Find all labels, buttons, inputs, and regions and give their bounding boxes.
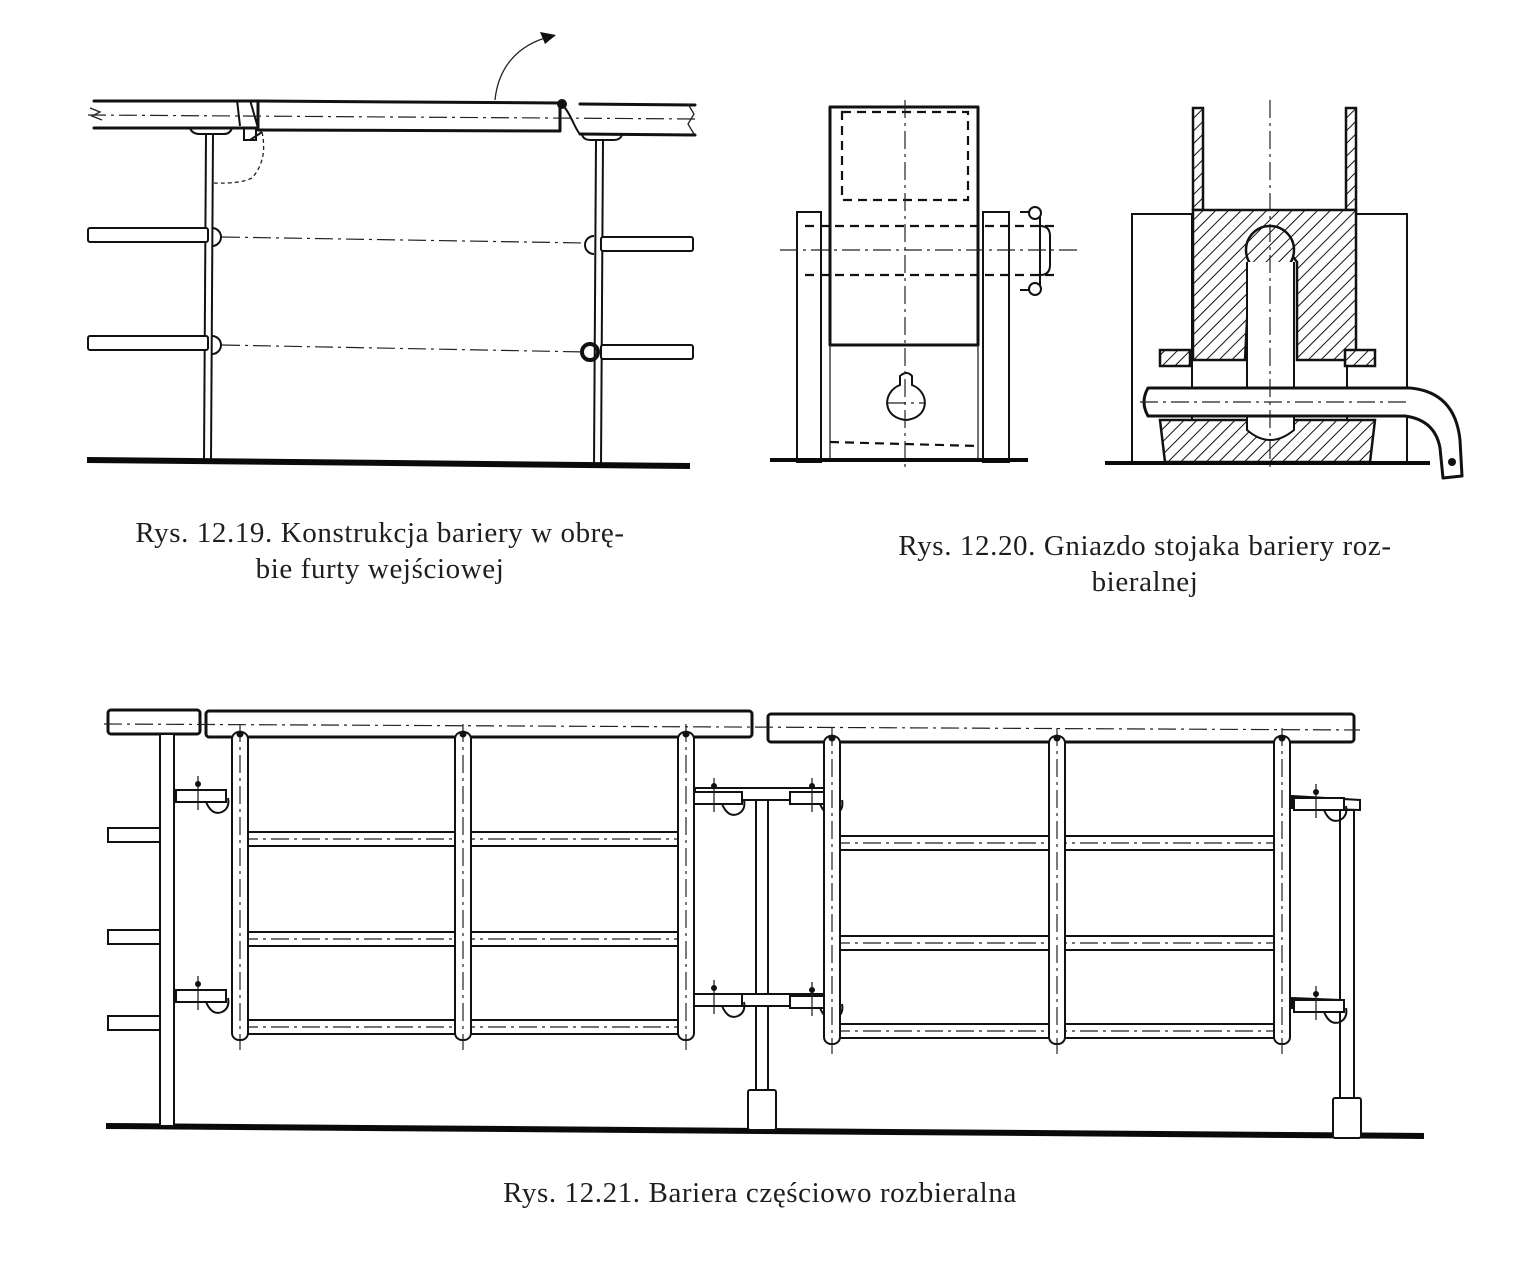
- caption-12-20-line-2: bieralnej: [1091, 566, 1199, 598]
- removable-stanchion-right: [1291, 794, 1362, 1139]
- bolt-icon: [711, 783, 717, 789]
- caption-12-19: Rys. 12.19. Konstrukcja bariery w obrę- …: [40, 515, 720, 587]
- locking-pin: [1142, 386, 1464, 480]
- removable-stanchion-middle: [694, 787, 831, 1131]
- keyhole-icon: [886, 372, 926, 422]
- clamp: [1293, 999, 1345, 1013]
- figure-12-19-drawing: [0, 0, 760, 480]
- figure-12-20-drawing: [0, 0, 1540, 500]
- pin-head-icon: [1028, 282, 1042, 296]
- chain-icon: [721, 1001, 746, 1018]
- bolt-icon: [236, 730, 244, 738]
- pin-head-icon: [1028, 206, 1042, 220]
- bolt-icon: [1053, 734, 1061, 742]
- bolt-icon: [682, 730, 690, 738]
- chain-icon: [1323, 805, 1348, 822]
- bolt-icon: [1313, 789, 1319, 795]
- caption-12-20: Rys. 12.20. Gniazdo stojaka bariery roz-…: [800, 528, 1490, 600]
- caption-12-19-line-2: bie furty wejściowej: [255, 553, 505, 585]
- clamp: [175, 989, 227, 1003]
- bolt-icon: [1278, 734, 1286, 742]
- caption-12-20-line-1: Rys. 12.20. Gniazdo stojaka bariery roz-: [898, 530, 1392, 562]
- arrow-head-icon: [540, 32, 556, 44]
- caption-12-19-line-1: Rys. 12.19. Konstrukcja bariery w obrę-: [135, 517, 625, 549]
- chain-icon: [205, 797, 230, 814]
- bolt-icon: [828, 734, 836, 742]
- eye-icon: [584, 235, 595, 255]
- top-rail-segment: [204, 709, 754, 739]
- socket-front-view: [770, 100, 1078, 470]
- clamp: [175, 789, 227, 803]
- bolt-icon: [459, 730, 467, 738]
- bolt-icon: [195, 981, 201, 987]
- caption-12-21-line-1: Rys. 12.21. Bariera częściowo rozbieraln…: [503, 1177, 1017, 1209]
- eye-icon: [211, 335, 222, 355]
- stanchion-socket-drawing: [770, 100, 1464, 480]
- stanchion-left: [203, 133, 214, 463]
- bolt-icon: [1313, 991, 1319, 997]
- clamp: [691, 993, 743, 1007]
- socket-section-view: [1105, 100, 1464, 480]
- removable-barrier-drawing: [103, 708, 1425, 1139]
- fixed-stanchion-left: [107, 733, 175, 1127]
- figure-12-21-drawing: [103, 708, 1425, 1139]
- chain-icon: [721, 799, 746, 816]
- eye-icon: [211, 227, 222, 247]
- eye-icon: [580, 342, 600, 362]
- clamp: [691, 791, 743, 805]
- caption-12-21: Rys. 12.21. Bariera częściowo rozbieraln…: [380, 1175, 1140, 1211]
- pin-hole-icon: [1448, 458, 1456, 466]
- chain-icon: [205, 997, 230, 1014]
- gate-panel-left: [231, 724, 695, 1050]
- clamp: [1293, 797, 1345, 811]
- hinge-icon: [557, 99, 567, 109]
- bolt-icon: [711, 985, 717, 991]
- bolt-icon: [195, 781, 201, 787]
- bolt-icon: [809, 987, 815, 993]
- bolt-icon: [809, 783, 815, 789]
- gate-panel-right: [823, 728, 1291, 1054]
- barrier-gate-drawing: [86, 32, 701, 469]
- stanchion-right: [593, 139, 604, 467]
- chain-icon: [1323, 1007, 1348, 1024]
- top-rail-segment: [106, 708, 202, 736]
